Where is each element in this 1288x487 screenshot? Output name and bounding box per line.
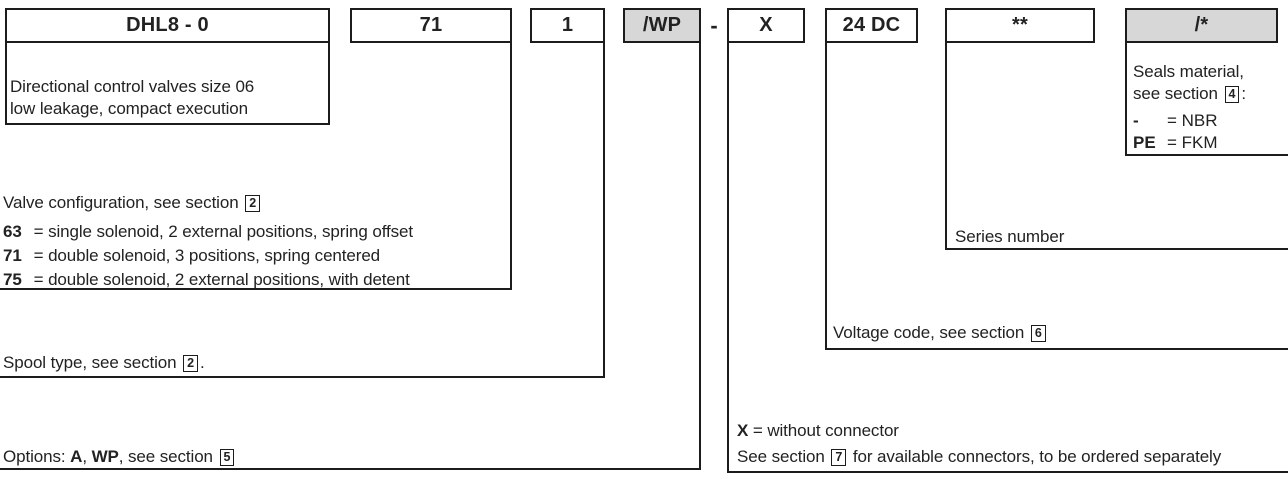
code-box-series: ** — [945, 8, 1095, 43]
connector-line2-suffix: for available connectors, to be ordered … — [848, 447, 1222, 466]
options-middle: , see section — [118, 447, 218, 466]
leader-connector-vertical — [727, 41, 729, 473]
leader-seals-underline — [1125, 154, 1288, 156]
valve-config-title: Valve configuration, see section 2 — [3, 192, 262, 214]
model-description-line2: low leakage, compact execution — [10, 99, 248, 118]
leader-options-underline — [0, 468, 701, 470]
section-ref-5: 5 — [219, 448, 235, 466]
model-description-line1: Directional control valves size 06 — [10, 77, 255, 96]
leader-voltage-underline — [825, 348, 1288, 350]
leader-valve-config-underline — [0, 288, 512, 290]
valve-config-title-text: Valve configuration, see section — [3, 193, 244, 212]
valve-config-desc: = double solenoid, 2 external positions,… — [33, 270, 410, 289]
connector-line2: See section 7 for available connectors, … — [737, 444, 1221, 470]
seals-line2-prefix: see section — [1133, 84, 1223, 103]
valve-config-row: 63 = single solenoid, 2 external positio… — [3, 220, 413, 244]
options-prefix: Options: — [3, 447, 71, 466]
seals-desc-fkm: = FKM — [1167, 133, 1218, 152]
valve-config-code: 71 — [3, 246, 22, 265]
section-ref-7: 7 — [831, 448, 847, 466]
series-number-label: Series number — [955, 227, 1065, 246]
leader-voltage-vertical — [825, 41, 827, 350]
options-code-wp: WP — [91, 447, 119, 466]
section-ref-4: 4 — [1224, 85, 1240, 103]
connector-description: X = without connector See section 7 for … — [737, 418, 1221, 470]
leader-connector-underline — [727, 471, 1288, 473]
valve-config-code: 63 — [3, 222, 22, 241]
seals-line2: see section 4: — [1133, 83, 1246, 105]
connector-code: X — [737, 421, 749, 440]
leader-series-vertical — [945, 41, 947, 250]
seals-row: PE = FKM — [1133, 132, 1218, 154]
leader-options-vertical — [699, 41, 701, 470]
voltage-label: Voltage code, see section 6 — [833, 322, 1048, 344]
valve-config-desc: = double solenoid, 3 positions, spring c… — [33, 246, 381, 265]
valve-config-desc: = single solenoid, 2 external positions,… — [33, 222, 414, 241]
seals-row: - = NBR — [1133, 110, 1218, 132]
code-box-spool-type: 1 — [530, 8, 605, 43]
seals-line1: Seals material, — [1133, 62, 1244, 81]
seals-description: Seals material, see section 4: — [1133, 61, 1246, 105]
connector-line1-text: = without connector — [748, 421, 899, 440]
section-ref-2: 2 — [183, 354, 198, 372]
connector-line1: X = without connector — [737, 418, 1221, 444]
connector-line2-prefix: See section — [737, 447, 830, 466]
valve-config-row: 71 = double solenoid, 3 positions, sprin… — [3, 244, 413, 268]
section-ref-6: 6 — [1030, 324, 1046, 342]
valve-config-code: 75 — [3, 270, 22, 289]
code-box-options: /WP — [623, 8, 701, 43]
spool-type-suffix: . — [199, 353, 205, 372]
valve-config-row: 75 = double solenoid, 2 external positio… — [3, 268, 413, 292]
code-box-valve-configuration: 71 — [350, 8, 512, 43]
seals-line2-suffix: : — [1241, 84, 1247, 103]
voltage-text: Voltage code, see section — [833, 323, 1029, 342]
seals-desc-nbr: = NBR — [1167, 111, 1218, 130]
spool-type-text: Spool type, see section — [3, 353, 182, 372]
code-box-model: DHL8 - 0 — [5, 8, 330, 43]
seals-code-nbr: - — [1133, 111, 1139, 130]
leader-spool-vertical — [603, 41, 605, 378]
leader-spool-underline — [0, 376, 605, 378]
options-code-a: A — [70, 447, 83, 466]
code-box-seals: /* — [1125, 8, 1278, 43]
seals-code-fkm: PE — [1133, 133, 1156, 152]
spool-type-label: Spool type, see section 2. — [3, 352, 205, 374]
options-label: Options: A, WP, see section 5 — [3, 446, 236, 468]
leader-valve-config-vertical — [510, 41, 512, 290]
code-separator-dash: - — [710, 12, 718, 38]
valve-config-rows: 63 = single solenoid, 2 external positio… — [3, 220, 413, 292]
seals-rows: - = NBR PE = FKM — [1133, 110, 1218, 154]
options-separator: , — [82, 447, 92, 466]
section-ref-2: 2 — [245, 194, 261, 212]
model-description: Directional control valves size 06 low l… — [10, 76, 254, 120]
code-box-voltage: 24 DC — [825, 8, 918, 43]
model-description-box — [5, 43, 330, 125]
leader-seals-vertical — [1125, 43, 1127, 156]
code-box-connector: X — [727, 8, 805, 43]
leader-series-underline — [945, 248, 1288, 250]
